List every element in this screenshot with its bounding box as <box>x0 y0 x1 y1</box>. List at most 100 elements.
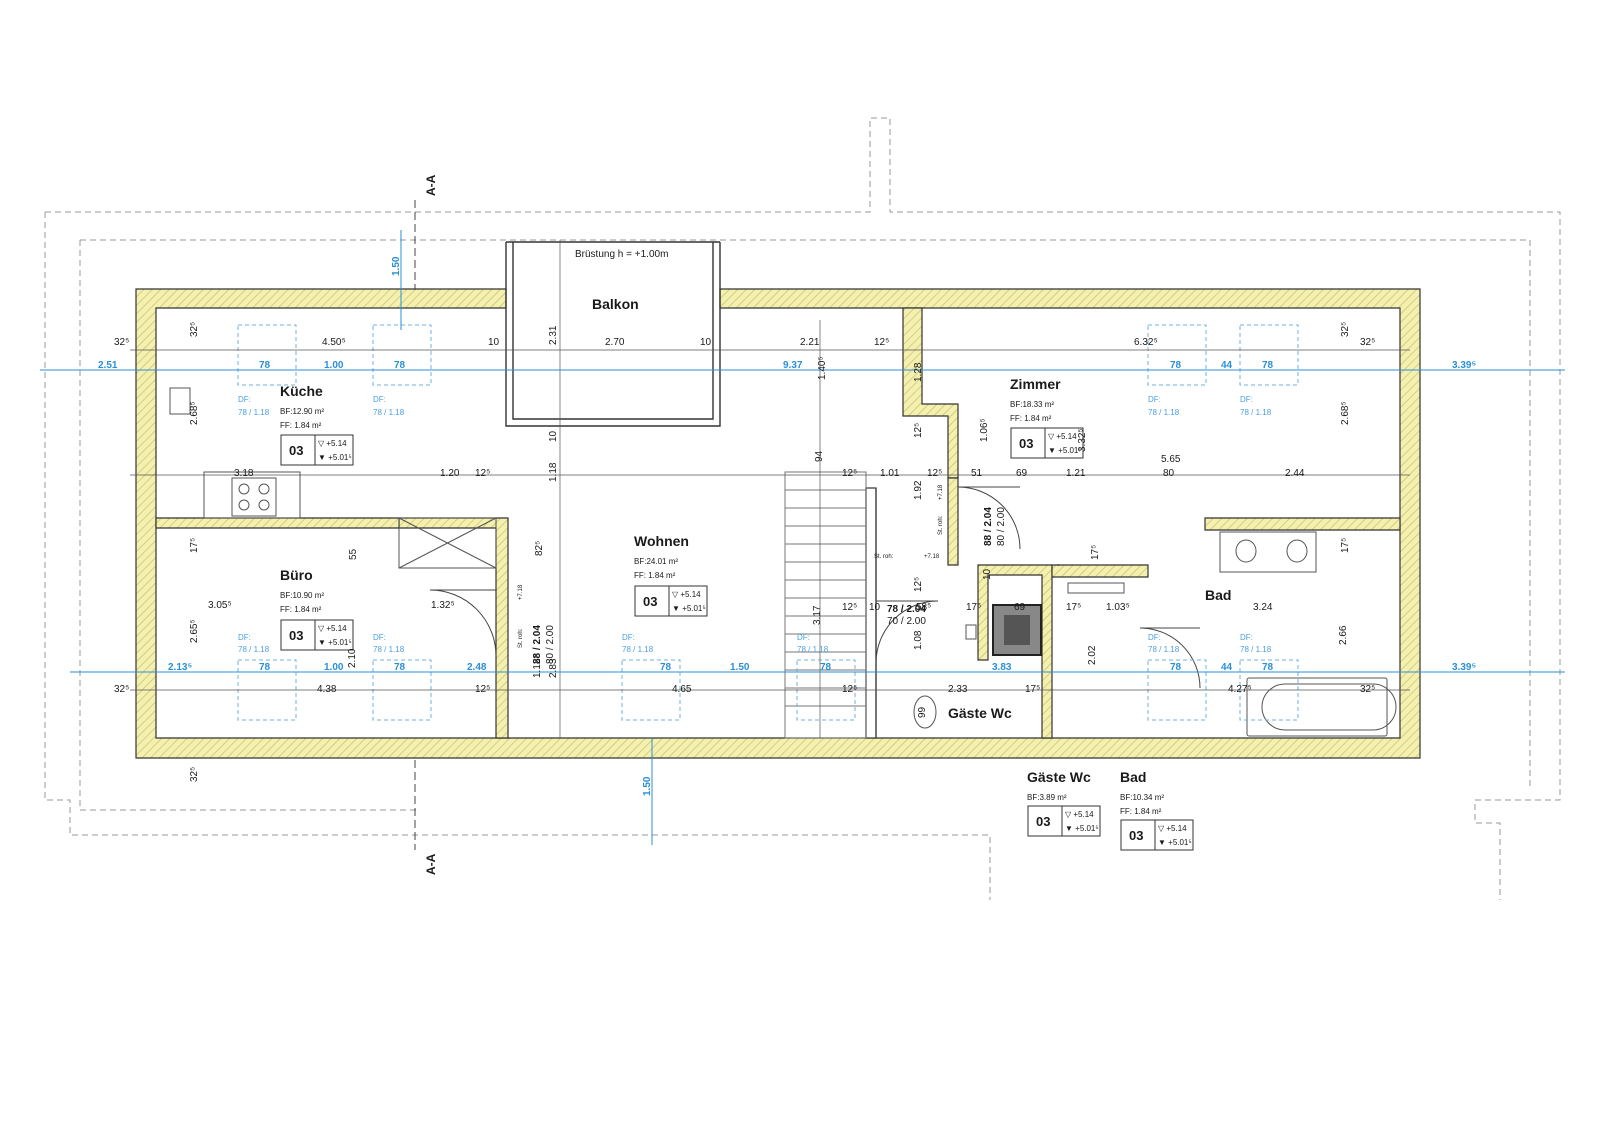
skylight-size: 78 / 1.18 <box>238 408 270 417</box>
shaft <box>398 517 497 569</box>
dim: 4.27⁵ <box>1228 684 1252 695</box>
dim: 99 <box>917 706 928 718</box>
dim: 4.50⁵ <box>322 337 346 348</box>
level-upper: ▽ +5.14 <box>318 439 347 448</box>
legend-level-upper: ▽ +5.14 <box>1158 824 1187 833</box>
level-lower: ▼ +5.01⁵ <box>1048 446 1082 455</box>
legend-level-lower: ▼ +5.01⁵ <box>1065 824 1099 833</box>
dim: 12⁵ <box>874 337 889 348</box>
annot-718: +7.18 <box>518 584 524 600</box>
room-zimmer: Zimmer BF:18.33 m² FF: 1.84 m² 03 ▽ +5.1… <box>1010 376 1084 459</box>
skylight-width: 78 <box>1262 662 1274 673</box>
door-buero: 88 / 2.04 <box>532 625 543 664</box>
dim: 1.28 <box>913 362 924 382</box>
dim-blue: 3.39⁵ <box>1452 662 1476 673</box>
level-lower: ▼ +5.01⁵ <box>318 453 352 462</box>
dim: 69 <box>1016 468 1028 479</box>
dim: 2.66 <box>1338 625 1349 645</box>
dim: 3.18 <box>234 468 254 479</box>
dim-blue: 1.00 <box>324 662 344 673</box>
dim: 2.83 <box>548 658 559 678</box>
dim: 3.17 <box>812 605 823 625</box>
legend-gaeste: Gäste Wc BF:3.89 m² 03 ▽ +5.14 ▼ +5.01⁵ <box>1027 769 1101 837</box>
skylight-df: DF: <box>238 395 251 404</box>
room-bf: BF:10.90 m² <box>280 591 324 600</box>
dim: 32⁵ <box>114 684 129 695</box>
dim: 51 <box>971 468 983 479</box>
legend-number: 03 <box>1036 814 1050 829</box>
dim: 32⁵ <box>114 337 129 348</box>
dim: 2.68⁵ <box>1340 401 1351 425</box>
level-upper: ▽ +5.14 <box>318 624 347 633</box>
room-bf: BF:18.33 m² <box>1010 400 1054 409</box>
dim: 94 <box>814 450 825 462</box>
dim-blue: 1.50 <box>391 256 402 276</box>
blue-dimension-lines <box>40 230 1565 845</box>
dim-blue: 2.48 <box>467 662 487 673</box>
dim: 2.68⁵ <box>189 401 200 425</box>
legend-name: Gäste Wc <box>1027 769 1091 785</box>
skylight-df: DF: <box>373 395 386 404</box>
legend-bf: BF:10.34 m² <box>1120 793 1164 802</box>
dim: 10 <box>548 430 559 442</box>
room-wohnen: Wohnen BF:24.01 m² FF: 1.84 m² 03 ▽ +5.1… <box>634 533 708 617</box>
door-wc: 78 / 2.04 <box>887 604 926 615</box>
skylight-size: 78 / 1.18 <box>1148 408 1180 417</box>
room-number: 03 <box>289 443 303 458</box>
dim: 2.21 <box>800 337 820 348</box>
skylight-width: 78 <box>1170 360 1182 371</box>
dim-blue: 1.50 <box>642 776 653 796</box>
dim: 17⁵ <box>1090 545 1101 560</box>
dim-blue: 3.83 <box>992 662 1012 673</box>
dim-blue: 1.50 <box>730 662 750 673</box>
dim-blue: 2.51 <box>98 360 118 371</box>
level-upper: ▽ +5.14 <box>1048 432 1077 441</box>
skylight-size: 78 / 1.18 <box>1148 645 1180 654</box>
dim: 2.70 <box>605 337 625 348</box>
room-name: Zimmer <box>1010 376 1061 392</box>
room-bad: Bad <box>1205 587 1231 603</box>
dim: 10 <box>700 337 712 348</box>
dim-blue: 2.13⁵ <box>168 662 192 673</box>
legend-name: Bad <box>1120 769 1146 785</box>
skylight-width: 78 <box>820 662 832 673</box>
dim: 80 <box>1163 468 1175 479</box>
dim: 1.08 <box>913 630 924 650</box>
dim: 4.65 <box>672 684 692 695</box>
room-kueche: Küche BF:12.90 m² FF: 1.84 m² 03 ▽ +5.14… <box>280 383 354 466</box>
dim: 12⁵ <box>475 468 490 479</box>
dim: 3.24 <box>1253 602 1273 613</box>
dim: 1.01 <box>880 468 900 479</box>
dim: 1.06⁵ <box>979 418 990 442</box>
skylight-width: 78 <box>660 662 672 673</box>
room-ff: FF: 1.84 m² <box>280 421 322 430</box>
dim: 12⁵ <box>842 468 857 479</box>
dim: 17⁵ <box>1066 602 1081 613</box>
dim: 6.32⁵ <box>1134 337 1158 348</box>
room-ff: FF: 1.84 m² <box>1010 414 1052 423</box>
skylight-width: 78 <box>1262 360 1274 371</box>
dim: 82⁵ <box>534 541 545 556</box>
skylight-size: 78 / 1.18 <box>1240 408 1272 417</box>
dim: 4.38 <box>317 684 337 695</box>
skylight-size: 78 / 1.18 <box>238 645 270 654</box>
skylight-df: DF: <box>622 633 635 642</box>
dim: 1.18 <box>548 462 559 482</box>
skylight-size: 78 / 1.18 <box>797 645 829 654</box>
annot-stroh: St. roh: <box>938 515 944 535</box>
skylight-width: 78 <box>394 662 406 673</box>
door-zimmer: 88 / 2.04 <box>983 507 994 546</box>
dim: 32⁵ <box>1360 684 1375 695</box>
dim: 10 <box>869 602 881 613</box>
dim-blue: 44 <box>1221 662 1233 673</box>
annot-718: +7.18 <box>924 554 940 560</box>
skylight-df: DF: <box>1148 395 1161 404</box>
annot-stroh: St. roh: <box>874 554 894 560</box>
dim: 17⁵ <box>1025 684 1040 695</box>
room-number: 03 <box>643 594 657 609</box>
dim: 12⁵ <box>475 684 490 695</box>
skylight-width: 78 <box>394 360 406 371</box>
skylight-df: DF: <box>1240 633 1253 642</box>
dim-blue: 3.39⁵ <box>1452 360 1476 371</box>
